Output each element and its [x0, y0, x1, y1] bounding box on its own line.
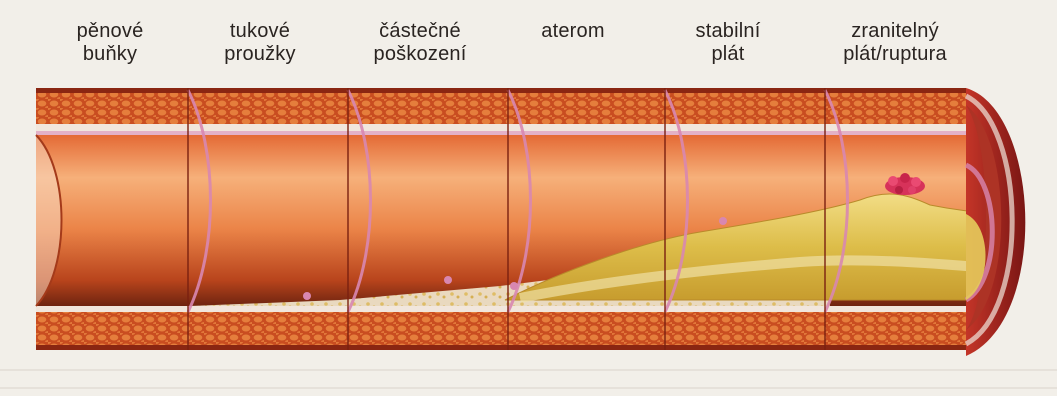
background-lines	[0, 370, 1057, 388]
label-foam-cells: pěnové buňky	[55, 20, 165, 66]
label-atheroma: aterom	[518, 20, 628, 43]
right-cross-section	[966, 88, 1025, 356]
label-partial-damage: částečné poškození	[350, 20, 490, 66]
label-stable-plaque: stabilní plát	[673, 20, 783, 66]
bottom-wall	[36, 312, 966, 350]
stage-labels: pěnové buňky tukové proužky částečné poš…	[0, 0, 1057, 80]
label-fatty-streaks: tukové proužky	[205, 20, 315, 66]
label-vulnerable-plaque-rupture: zranitelný plát/ruptura	[820, 20, 970, 66]
